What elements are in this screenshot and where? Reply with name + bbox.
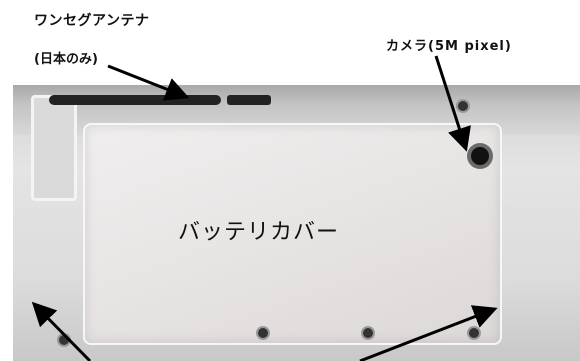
antenna-label: ワンセグアンテナ <box>34 13 150 29</box>
battery-cover-label: バッテリカバー <box>178 220 340 245</box>
screw-hole <box>258 328 268 338</box>
battery-cover <box>83 123 502 345</box>
device-back-photo: バッテリカバー <box>13 85 580 361</box>
antenna-arrow <box>107 64 190 101</box>
camera-label: カメラ(5M pixel) <box>386 39 512 54</box>
oneseg-antenna-tip <box>227 95 271 105</box>
right-bottom-arrow <box>359 305 498 361</box>
side-clip <box>31 95 77 201</box>
antenna-region-note: (日本のみ) <box>34 52 98 67</box>
oneseg-antenna <box>49 95 221 105</box>
camera-arrow <box>434 55 471 152</box>
screw-hole <box>469 328 479 338</box>
left-bottom-arrow <box>31 301 92 361</box>
screw-hole <box>59 335 69 345</box>
screw-hole <box>363 328 373 338</box>
camera-lens <box>471 147 489 165</box>
screw-hole <box>458 101 468 111</box>
